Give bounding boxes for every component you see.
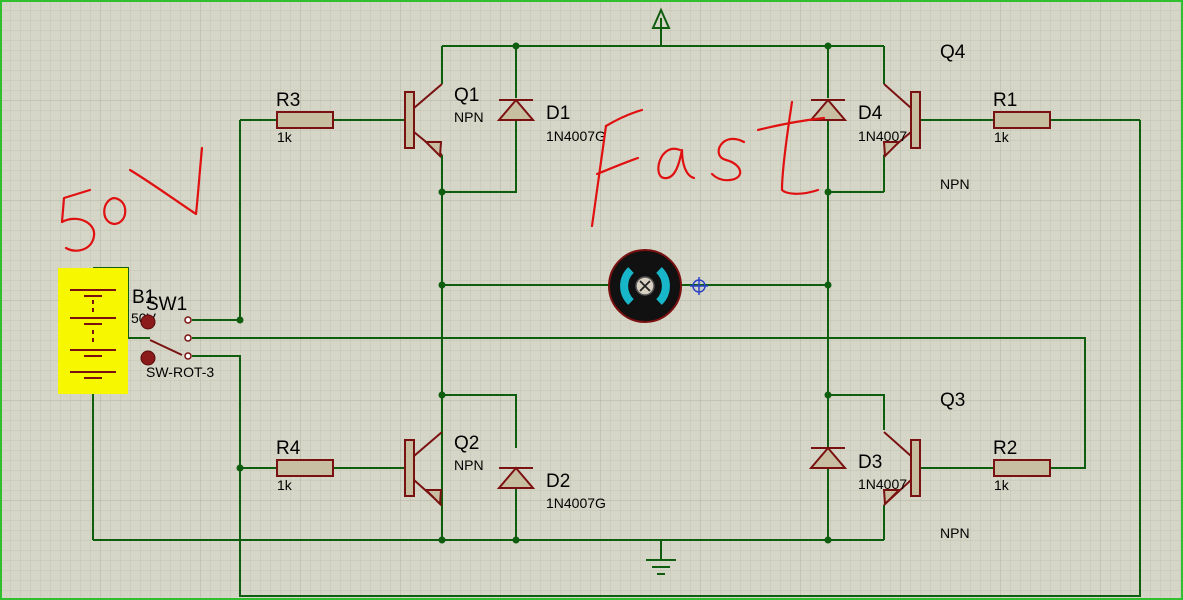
transistor-q3[interactable]: Q3 NPN (882, 390, 970, 541)
switch-ref: SW1 (146, 294, 187, 315)
handwritten-speed-note (590, 100, 826, 228)
probe-marker-icon[interactable] (690, 277, 708, 295)
junction-dots (236, 42, 832, 544)
q2-value: NPN (454, 457, 484, 473)
handwritten-voltage-note (60, 146, 204, 252)
battery-b1[interactable]: B1 50V (58, 268, 157, 394)
wires (92, 18, 1141, 597)
q4-value: NPN (940, 176, 970, 192)
battery-ref: B1 (132, 287, 155, 308)
ground-terminal-icon[interactable] (646, 559, 676, 575)
d3-ref: D3 (858, 452, 882, 473)
transistor-q1[interactable]: Q1 NPN (404, 83, 484, 159)
d3-value: 1N4007 (858, 476, 907, 492)
r4-ref: R4 (276, 438, 301, 459)
r4-value: 1k (277, 477, 293, 493)
r1-value: 1k (994, 129, 1010, 145)
transistor-q4[interactable]: Q4 NPN (882, 42, 970, 192)
diode-d3[interactable]: D3 1N4007 (808, 446, 907, 492)
q4-ref: Q4 (940, 42, 966, 63)
r3-ref: R3 (276, 90, 300, 111)
d2-ref: D2 (546, 471, 570, 492)
resistor-r3[interactable]: R3 1k (276, 90, 334, 145)
q3-ref: Q3 (940, 390, 965, 411)
r3-value: 1k (277, 129, 293, 145)
d2-value: 1N4007G (546, 495, 606, 511)
q1-value: NPN (454, 109, 484, 125)
diode-d2[interactable]: D2 1N4007G (496, 466, 606, 511)
q1-ref: Q1 (454, 85, 479, 106)
d4-value: 1N4007 (858, 128, 907, 144)
motor-icon[interactable] (608, 249, 682, 323)
d4-ref: D4 (858, 103, 883, 124)
transistor-q2[interactable]: Q2 NPN (404, 395, 484, 507)
resistor-r1[interactable]: R1 1k (993, 90, 1051, 145)
diode-d1[interactable]: D1 1N4007G (496, 98, 606, 144)
d1-value: 1N4007G (546, 128, 606, 144)
resistor-r4[interactable]: R4 1k (276, 438, 334, 493)
resistor-r2[interactable]: R2 1k (993, 438, 1051, 493)
diode-d4[interactable]: D4 1N4007 (808, 98, 907, 144)
q3-value: NPN (940, 525, 970, 541)
rotary-switch-sw1[interactable]: SW1 SW-ROT-3 (140, 294, 214, 380)
d1-ref: D1 (546, 103, 570, 124)
r2-ref: R2 (993, 438, 1017, 459)
power-terminal-icon[interactable] (651, 7, 671, 29)
switch-value: SW-ROT-3 (146, 364, 214, 380)
q2-ref: Q2 (454, 433, 479, 454)
r2-value: 1k (994, 477, 1010, 493)
r1-ref: R1 (993, 90, 1017, 111)
